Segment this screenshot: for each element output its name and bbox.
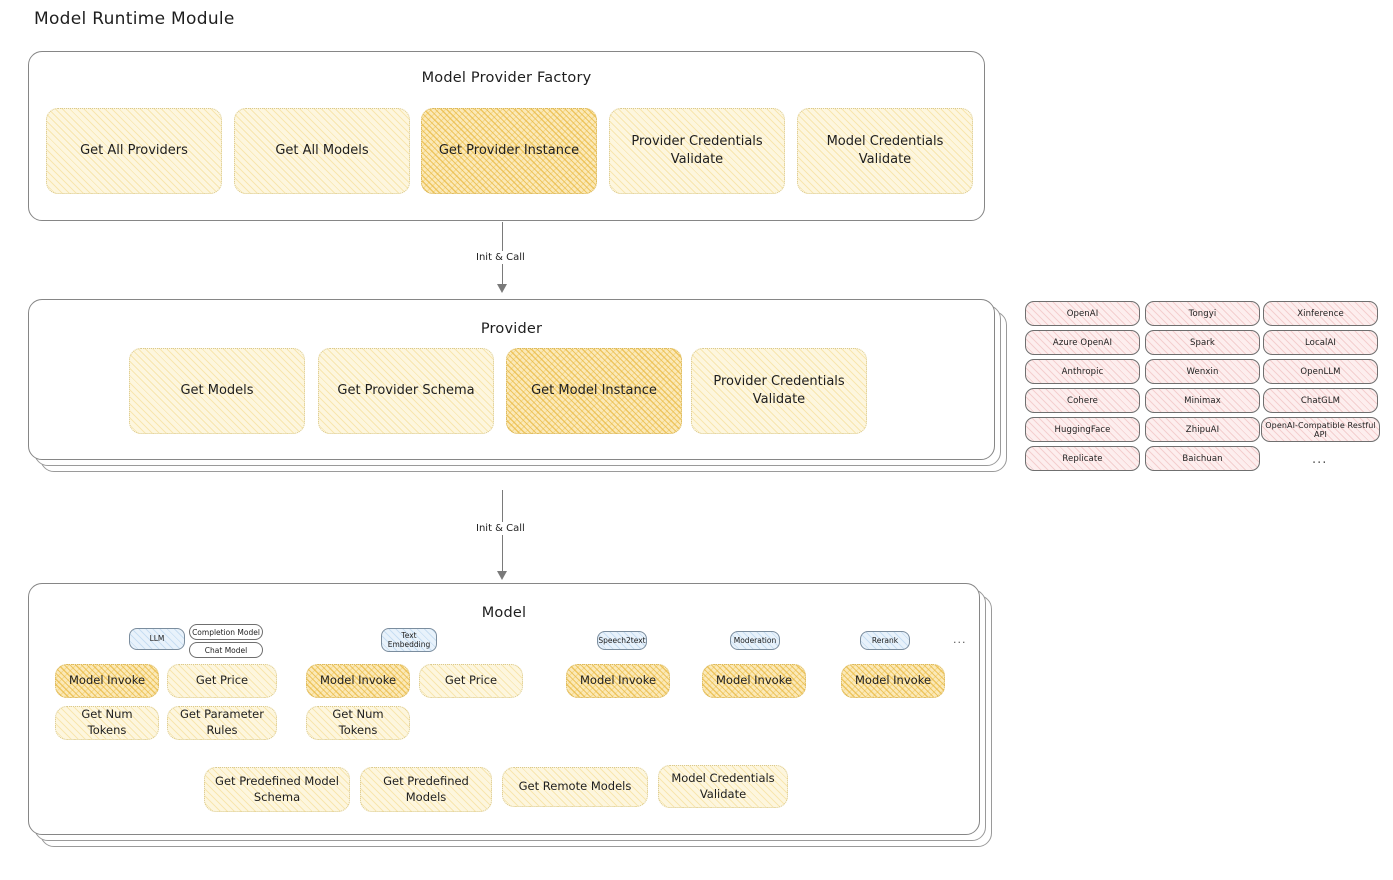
model-title: Model [481, 605, 527, 621]
provider-pill-zhipuai[interactable]: ZhipuAI [1145, 417, 1260, 442]
card-model-credentials-validate[interactable]: Model Credentials Validate [797, 108, 973, 194]
model-type-pill-rerank[interactable]: Rerank [860, 631, 910, 650]
card-moderation-model-invoke[interactable]: Model Invoke [702, 664, 806, 698]
model-provider-factory-title: Model Provider Factory [421, 70, 592, 86]
card-get-remote-models[interactable]: Get Remote Models [502, 767, 648, 807]
card-get-provider-instance[interactable]: Get Provider Instance [421, 108, 597, 194]
provider-container: Provider Get Models Get Provider Schema … [28, 299, 995, 460]
model-subtype-pill-completion-model[interactable]: Completion Model [189, 624, 263, 640]
provider-pill-xinference[interactable]: Xinference [1263, 301, 1378, 326]
card-llm-model-invoke[interactable]: Model Invoke [55, 664, 159, 698]
card-llm-get-parameter-rules[interactable]: Get Parameter Rules [167, 706, 277, 740]
card-get-all-models[interactable]: Get All Models [234, 108, 410, 194]
card-get-all-providers[interactable]: Get All Providers [46, 108, 222, 194]
model-types-more-ellipsis: ... [953, 633, 967, 646]
card-text-embedding-model-invoke[interactable]: Model Invoke [306, 664, 410, 698]
card-get-models[interactable]: Get Models [129, 348, 305, 434]
model-type-pill-speech2text[interactable]: Speech2text [597, 631, 647, 650]
card-provider-credentials-validate-2[interactable]: Provider Credentials Validate [691, 348, 867, 434]
provider-pill-azure-openai[interactable]: Azure OpenAI [1025, 330, 1140, 355]
provider-pill-minimax[interactable]: Minimax [1145, 388, 1260, 413]
provider-list-more-ellipsis: ... [1312, 452, 1328, 467]
model-type-pill-moderation[interactable]: Moderation [730, 631, 780, 650]
card-text-embedding-get-num-tokens[interactable]: Get Num Tokens [306, 706, 410, 740]
provider-pill-localai[interactable]: LocalAI [1263, 330, 1378, 355]
provider-pill-anthropic[interactable]: Anthropic [1025, 359, 1140, 384]
provider-pill-openllm[interactable]: OpenLLM [1263, 359, 1378, 384]
card-llm-get-price[interactable]: Get Price [167, 664, 277, 698]
card-model-credentials-validate-2[interactable]: Model Credentials Validate [658, 765, 788, 808]
provider-pill-cohere[interactable]: Cohere [1025, 388, 1140, 413]
model-type-pill-text-embedding[interactable]: Text Embedding [381, 628, 437, 652]
card-get-model-instance[interactable]: Get Model Instance [506, 348, 682, 434]
model-container: Model LLM Completion Model Chat Model Mo… [28, 583, 980, 835]
card-llm-get-num-tokens[interactable]: Get Num Tokens [55, 706, 159, 740]
arrow-factory-to-provider-head [497, 284, 507, 293]
provider-title: Provider [480, 321, 543, 337]
arrow-provider-to-model-label: Init & Call [472, 522, 529, 535]
card-speech2text-model-invoke[interactable]: Model Invoke [566, 664, 670, 698]
provider-pill-tongyi[interactable]: Tongyi [1145, 301, 1260, 326]
card-rerank-model-invoke[interactable]: Model Invoke [841, 664, 945, 698]
model-type-pill-llm[interactable]: LLM [129, 628, 185, 650]
model-provider-factory-container: Model Provider Factory Get All Providers… [28, 51, 985, 221]
card-text-embedding-get-price[interactable]: Get Price [419, 664, 523, 698]
card-get-predefined-model-schema[interactable]: Get Predefined Model Schema [204, 767, 350, 812]
provider-pill-replicate[interactable]: Replicate [1025, 446, 1140, 471]
provider-pill-huggingface[interactable]: HuggingFace [1025, 417, 1140, 442]
provider-pill-openai-compatible-restful-api[interactable]: OpenAI-Compatible Restful API [1261, 417, 1380, 442]
arrow-factory-to-provider-label: Init & Call [472, 251, 529, 264]
card-get-predefined-models[interactable]: Get Predefined Models [360, 767, 492, 812]
card-provider-credentials-validate[interactable]: Provider Credentials Validate [609, 108, 785, 194]
card-get-provider-schema[interactable]: Get Provider Schema [318, 348, 494, 434]
provider-pill-wenxin[interactable]: Wenxin [1145, 359, 1260, 384]
provider-pill-chatglm[interactable]: ChatGLM [1263, 388, 1378, 413]
arrow-provider-to-model-head [497, 571, 507, 580]
provider-pill-spark[interactable]: Spark [1145, 330, 1260, 355]
provider-pill-baichuan[interactable]: Baichuan [1145, 446, 1260, 471]
provider-pill-openai[interactable]: OpenAI [1025, 301, 1140, 326]
model-subtype-pill-chat-model[interactable]: Chat Model [189, 642, 263, 658]
page-title: Model Runtime Module [34, 9, 235, 29]
